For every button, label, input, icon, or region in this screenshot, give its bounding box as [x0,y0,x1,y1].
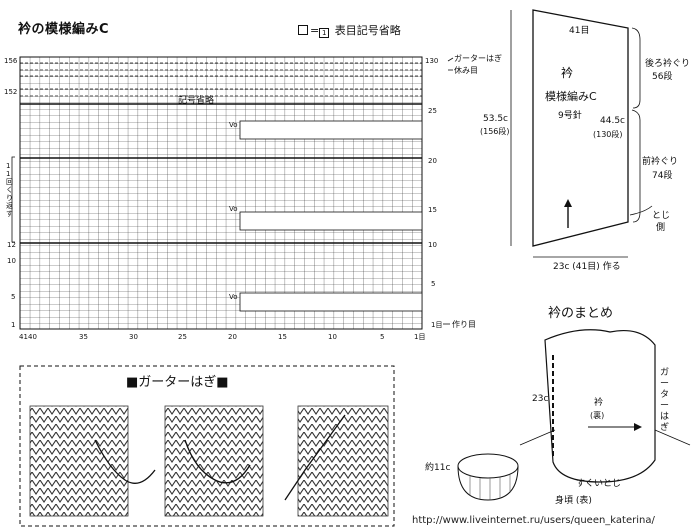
garter-panel-title: ■ガーターはぎ■ [126,375,229,390]
row-number: 10 [7,257,16,265]
front-neck-rows: 74段 [652,169,672,181]
stitch-number: 35 [79,333,88,341]
knit-swatch [297,405,389,517]
source-url: http://www.liveinternet.ru/users/queen_k… [412,515,655,526]
short-row-blocks [239,120,423,312]
collar-name: 衿 [561,65,573,80]
row-number: 5 [431,280,435,288]
stitch-number: 1目 [414,333,425,341]
stitch-number: 10 [328,333,337,341]
mid-length-label: 44.5c [600,116,625,126]
row-number: 15 [428,206,437,214]
row-number: 156 [4,57,18,65]
decrease-mark: Vo [229,205,238,213]
stitch-number: 30 [129,333,138,341]
legend-equals: = [310,24,320,37]
seam-edge-label-2: 側 [656,221,665,233]
stitch-number: 25 [178,333,187,341]
row-number: 25 [428,107,437,115]
finishing-collar: 衿 [594,396,603,408]
stitch-number: 5 [380,333,384,341]
left-row-numbers: 156 152 12 10 5 1 [4,57,18,329]
cast-on-label: 作り目 [452,319,476,329]
stitch-number: 15 [278,333,287,341]
stitch-number: 20 [228,333,237,341]
right-row-numbers: 130 25 20 15 10 5 1目 ガーターはぎ 休み目 作り目 [425,53,502,329]
stitch-number: 40 [28,333,37,341]
row-number: 5 [11,293,15,301]
length-rows: (156段) [480,126,510,136]
blank-symbol [298,25,308,35]
stitch-number: 41 [19,333,28,341]
knit-symbol: 1 [319,28,330,38]
bottom-stitch-numbers: 41 40 35 30 25 20 15 10 5 1目 [19,333,425,341]
row-number: 20 [428,157,437,165]
row-number: 1 [11,321,15,329]
knit-swatch [29,405,129,517]
collar-pattern: 模様編みC [545,89,597,103]
back-neck-rows: 56段 [652,70,672,82]
seam-edge-label: とじ [652,210,670,221]
slip-stitch-label: すくいとじ [576,478,621,489]
row-number: 152 [4,88,17,96]
body-label: 身頃 (表) [555,494,592,506]
back-neck-label: 後ろ衿ぐり [645,57,690,69]
rest-stitches-label: 休み目 [454,65,478,75]
row-number: 10 [428,241,437,249]
symbol-legend: =1 表目記号省略 [298,22,401,38]
finishing-diagram: 衿のまとめ 23c 衿 (裏) ガーターはぎ すくいとじ 身頃 (表) 約11c [425,306,691,506]
symbols-omitted-label: 記号省略 [178,94,214,106]
height-label: 23c [532,394,548,404]
mid-length-rows: (130段) [593,129,623,139]
front-neck-label: 前衿ぐり [642,155,678,167]
legend-text: 表目記号省略 [334,24,401,37]
stitch-chart: Vo Vo Vo 記号省略 [19,56,423,330]
page-title: 衿の模様編みC [18,22,110,37]
row-number: 130 [425,57,438,65]
finishing-title: 衿のまとめ [548,306,613,321]
rest-rows-band [20,62,422,97]
row-number: 1目 [431,321,442,329]
top-width-label: 41目 [569,25,589,36]
bottom-width-label: 23c (41目) 作る [553,260,621,272]
garter-join-panel: ■ガーターはぎ■ [19,365,395,527]
row-number: 12 [7,241,16,249]
knit-swatch [164,405,264,517]
decrease-mark: Vo [229,293,238,301]
length-label: 53.5c [483,114,508,124]
reverse-label: (裏) [590,410,604,420]
circumference-label: 約11c [425,461,450,473]
garter-join-label: ガーターはぎ [454,53,502,63]
decrease-mark: Vo [229,121,238,129]
finishing-garter-label: ガーターはぎ [660,367,669,433]
collar-schematic: 41目 後ろ衿ぐり 56段 衿 模様編みC 9号針 53.5c (156段) 4… [480,9,690,272]
needle-size: 9号針 [558,109,582,121]
